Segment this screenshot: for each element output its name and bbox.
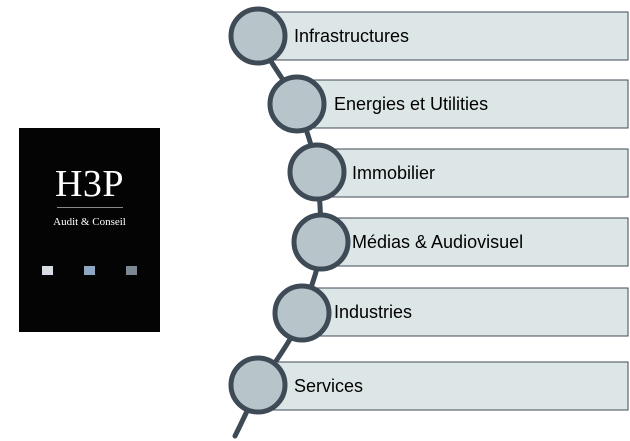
sector-node-circle xyxy=(272,283,332,343)
sector-row: Industries xyxy=(272,283,629,343)
sector-row: Energies et Utilities xyxy=(267,74,629,134)
sector-label: Energies et Utilities xyxy=(334,94,488,114)
h3p-logo: H3P Audit & Conseil xyxy=(19,128,160,332)
logo-square-2 xyxy=(84,266,95,275)
sector-label: Services xyxy=(294,376,363,396)
sector-row: Médias & Audiovisuel xyxy=(291,212,629,272)
sector-node-circle xyxy=(267,74,327,134)
logo-square-3 xyxy=(126,266,137,275)
logo-wordmark: H3P xyxy=(54,163,125,205)
logo-divider xyxy=(57,207,123,208)
sector-row: Infrastructures xyxy=(228,6,629,66)
sector-bar xyxy=(255,361,629,411)
logo-tagline: Audit & Conseil xyxy=(53,216,126,228)
sector-row: Immobilier xyxy=(287,142,629,202)
sector-label: Immobilier xyxy=(352,163,435,183)
sector-label: Médias & Audiovisuel xyxy=(352,232,523,252)
sector-bar xyxy=(255,11,629,61)
sector-node-circle xyxy=(287,142,347,202)
sector-row: Services xyxy=(228,355,629,415)
sector-node-circle xyxy=(228,355,288,415)
sector-node-circle xyxy=(228,6,288,66)
sector-node-circle xyxy=(291,212,351,272)
sector-label: Industries xyxy=(334,302,412,322)
logo-square-1 xyxy=(42,266,53,275)
sector-label: Infrastructures xyxy=(294,26,409,46)
